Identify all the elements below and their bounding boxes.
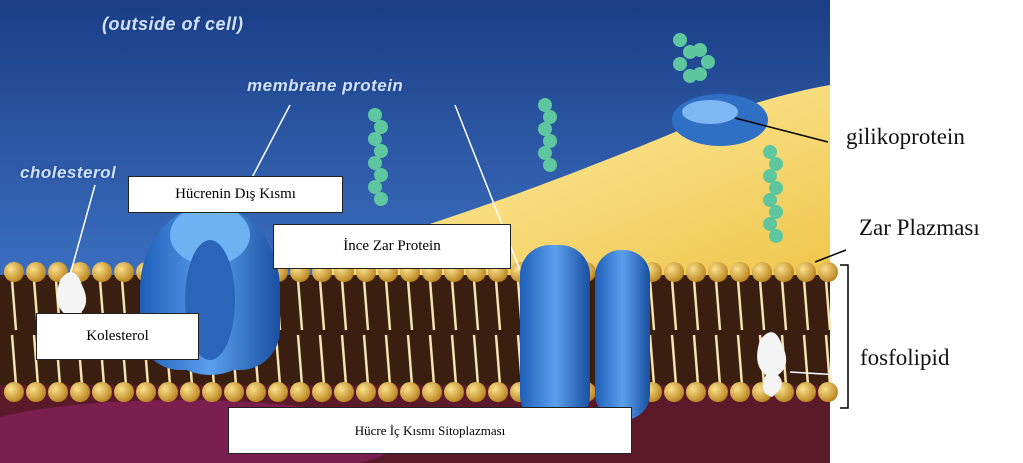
ince-zar-protein-box: İnce Zar Protein xyxy=(273,224,511,269)
membrane-protein-right xyxy=(520,245,650,425)
zar-plazmasi-label: Zar Plazması xyxy=(859,215,980,241)
glycoprotein xyxy=(672,94,768,146)
outside-of-cell-label: (outside of cell) xyxy=(102,14,244,35)
hucrenin-dis-kismi-box: Hücrenin Dış Kısmı xyxy=(128,176,343,213)
hucre-ic-kismi-box: Hücre İç Kısmı Sitoplazması xyxy=(228,407,632,454)
cholesterol-label: cholesterol xyxy=(20,163,116,183)
gilikoprotein-label: gilikoprotein xyxy=(846,124,965,150)
membrane-protein-label: membrane protein xyxy=(247,76,403,96)
bracket xyxy=(840,265,848,408)
kolesterol-box: Kolesterol xyxy=(36,313,199,360)
fosfolipid-label: fosfolipid xyxy=(860,345,949,371)
